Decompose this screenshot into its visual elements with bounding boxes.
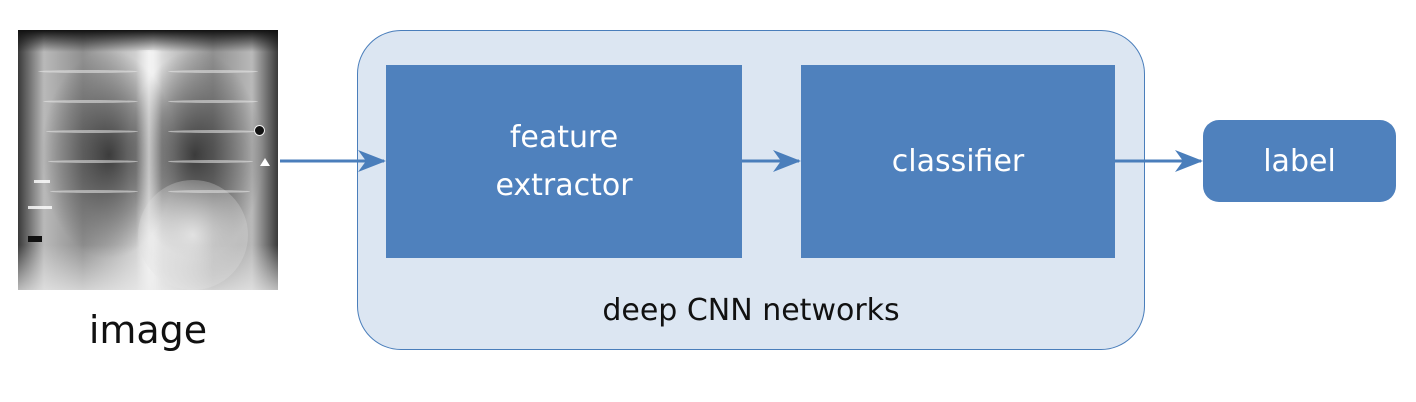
feature-extractor-line2: extractor [495,167,633,203]
feature-extractor-line1: feature [509,119,619,155]
image-caption: image [88,308,208,352]
arrowhead-label [1175,150,1203,172]
cnn-caption: deep CNN networks [602,293,900,328]
arrowhead-classifier [773,150,801,172]
classifier-block: classifier [801,65,1115,258]
feature-extractor-block: feature extractor [386,65,742,258]
output-label-text: label [1263,143,1336,179]
chest-xray-image [18,30,278,290]
arrowhead-feature [358,150,386,172]
output-label-block: label [1203,120,1396,202]
classifier-label: classifier [891,143,1025,179]
